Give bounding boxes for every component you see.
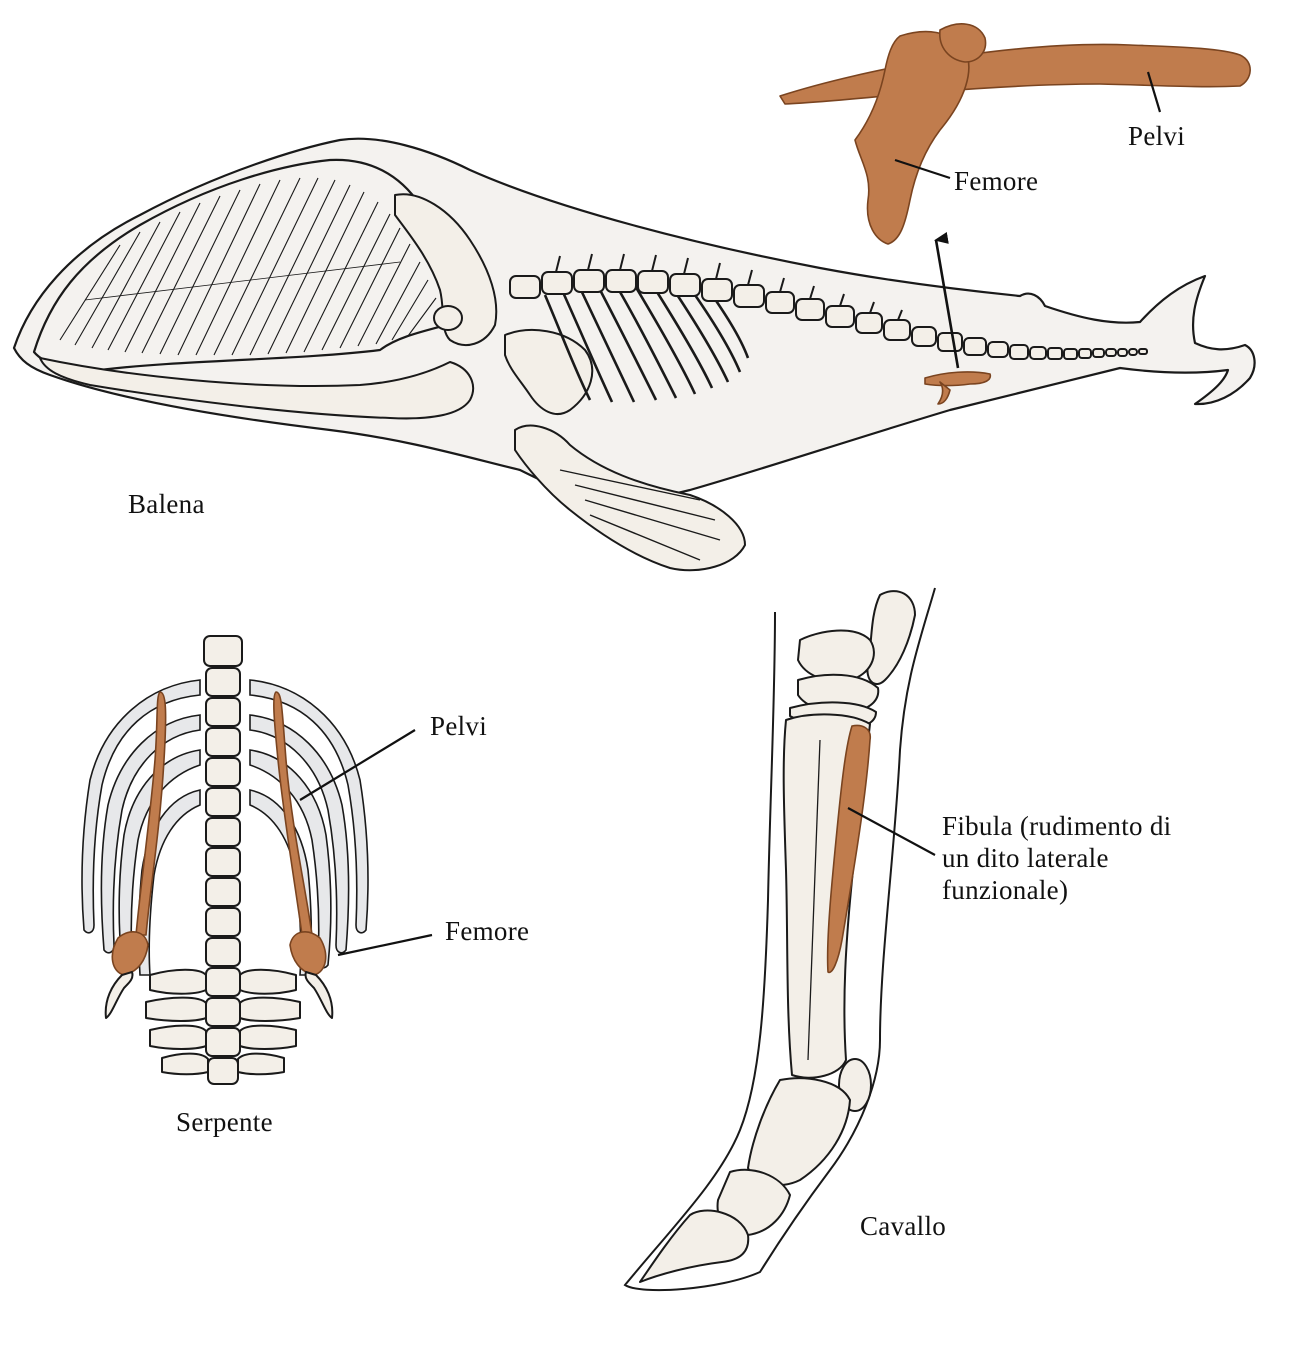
horse-hoof	[639, 1209, 750, 1283]
whale-ear-bone	[433, 305, 463, 331]
snake-tail-processes	[145, 968, 301, 1076]
whale-baleen-plates	[59, 177, 437, 356]
horse-fibula-label: Fibula (rudimento di un dito laterale fu…	[942, 810, 1262, 906]
snake-femur-label: Femore	[445, 916, 530, 946]
whale-flipper	[514, 424, 746, 572]
snake-caption: Serpente	[176, 1107, 273, 1137]
snake-femur-leader	[337, 933, 433, 957]
horse-splint-bone	[826, 724, 872, 974]
snake-vertebrae	[203, 635, 243, 1085]
horse-fibula-label-line-1: Fibula (rudimento di	[942, 811, 1172, 841]
horse-fibula-label-line-3: funzionale)	[942, 875, 1069, 905]
snake-illustration	[81, 635, 369, 1085]
inset-pelvis-leader	[1146, 71, 1162, 113]
whale-inset-pelvis-femur	[779, 23, 1251, 245]
whale-flipper-digits	[559, 469, 721, 561]
whale-vestigial-pelvis-femur	[924, 371, 992, 405]
whale-skull	[32, 158, 467, 372]
whale-inset-pelvis-label: Pelvi	[1128, 121, 1186, 151]
whale-neural-spines	[555, 253, 903, 321]
horse-pastern-bone	[747, 1077, 851, 1187]
horse-fibula-label-line-2: un dito laterale	[942, 843, 1109, 873]
snake-femur-left	[111, 931, 149, 976]
horse-cannon-shading	[807, 739, 821, 1061]
inset-femur-leader	[894, 158, 951, 180]
whale-skull-bone	[394, 193, 498, 346]
whale-pointer-arrow	[934, 232, 960, 369]
whale-illustration	[12, 137, 1256, 572]
inset-femur-bone	[854, 30, 970, 245]
horse-tarsal-bones	[789, 590, 916, 729]
whale-caption: Balena	[128, 489, 205, 519]
whale-lower-jaw	[39, 357, 475, 420]
inset-pelvis-bone	[779, 43, 1251, 105]
horse-caption: Cavallo	[860, 1211, 947, 1241]
snake-claw-right	[304, 971, 334, 1019]
snake-pelvis-leader	[299, 729, 416, 801]
snake-claw-left	[104, 971, 134, 1019]
whale-scapula	[504, 329, 594, 415]
inset-femur-head	[939, 23, 987, 63]
horse-leg-outline	[623, 587, 936, 1292]
horse-fibula-leader	[847, 807, 936, 856]
whale-inset-femur-label: Femore	[954, 166, 1039, 196]
snake-femur-right	[289, 931, 327, 976]
horse-illustration	[623, 587, 936, 1292]
snake-pelvis-label: Pelvi	[430, 711, 488, 741]
